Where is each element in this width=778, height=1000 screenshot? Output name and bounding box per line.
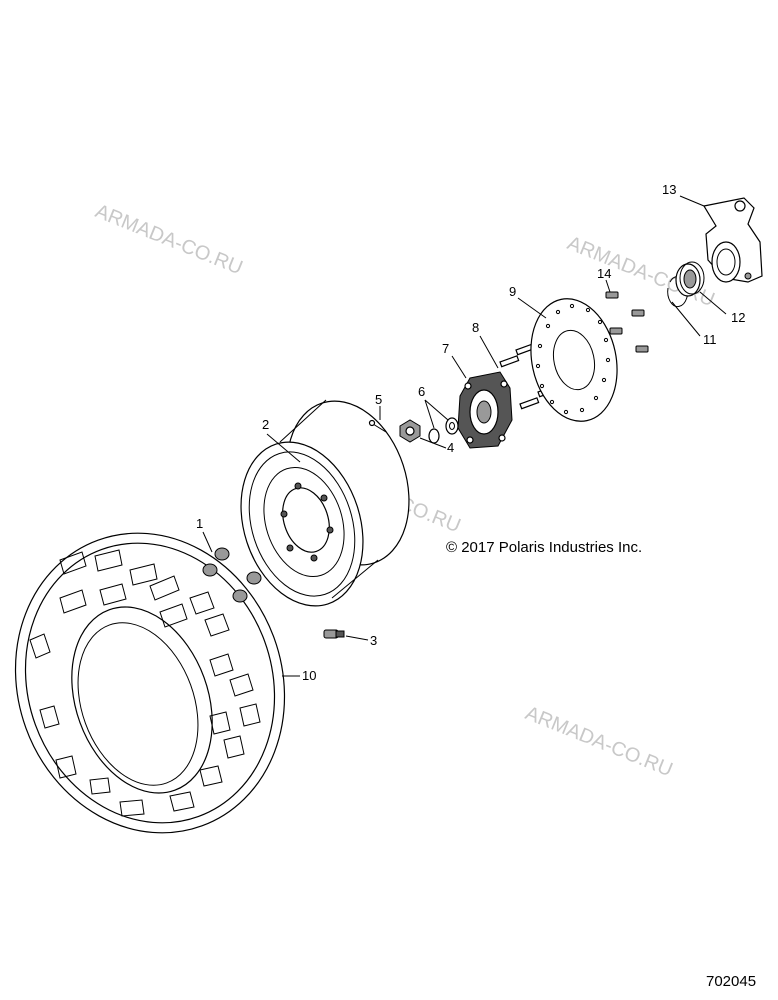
brake-disc-holes xyxy=(535,303,611,415)
brake-disc xyxy=(530,298,618,422)
callout-5: 5 xyxy=(375,392,382,407)
callout-labels: 1 2 3 4 5 6 7 8 9 10 11 12 13 14 xyxy=(196,182,745,683)
rim-lug-holes xyxy=(280,482,334,562)
callout-3: 3 xyxy=(370,633,377,648)
tire xyxy=(14,532,286,834)
watermark-1: ARMADA-CO.RU xyxy=(92,200,246,279)
wheel-hub xyxy=(457,371,513,449)
callout-8: 8 xyxy=(472,320,479,335)
bearing xyxy=(675,261,705,297)
callout-6: 6 xyxy=(418,384,425,399)
hub-nut xyxy=(399,419,421,443)
callout-12: 12 xyxy=(731,310,745,325)
copyright-notice: © 2017 Polaris Industries Inc. xyxy=(446,539,642,556)
callout-4: 4 xyxy=(447,440,454,455)
wheel-rim xyxy=(240,399,410,607)
callout-13: 13 xyxy=(662,182,676,197)
callout-14: 14 xyxy=(597,266,611,281)
valve-stem xyxy=(323,629,345,639)
callout-2: 2 xyxy=(262,417,269,432)
callout-11: 11 xyxy=(703,332,717,347)
disc-screws xyxy=(605,291,649,353)
steering-knuckle xyxy=(703,197,763,283)
tire-tread-blocks xyxy=(29,549,261,817)
lug-nuts xyxy=(202,547,262,603)
callout-10: 10 xyxy=(302,668,316,683)
figure-number: 702045 xyxy=(706,973,756,990)
watermark-5: ARMADA-CO.RU xyxy=(522,702,676,781)
callout-7: 7 xyxy=(442,341,449,356)
cotter-pin xyxy=(368,419,387,433)
washers xyxy=(428,417,459,444)
callout-9: 9 xyxy=(509,284,516,299)
callout-1: 1 xyxy=(196,516,203,531)
leader-lines xyxy=(202,195,727,677)
